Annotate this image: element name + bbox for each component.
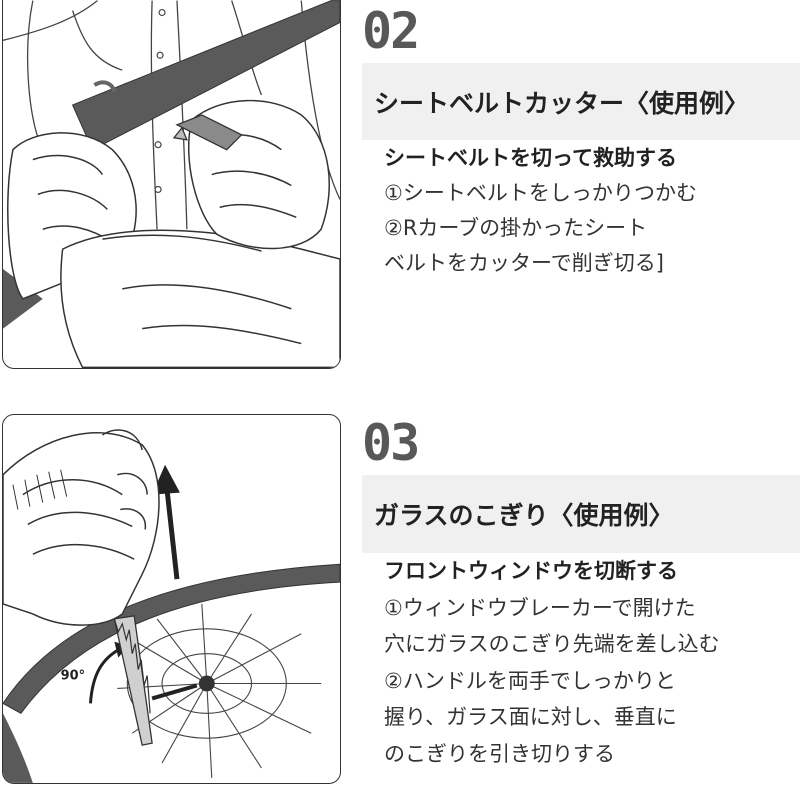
description-line: 握り、ガラス面に対し、垂直に <box>384 705 677 729</box>
section-number: 02 <box>362 2 420 60</box>
section-title: シートベルトカッター〈使用例〉 <box>374 88 750 118</box>
description-line: ①ウィンドウブレーカーで開けた <box>384 595 696 620</box>
angle-label: 90° <box>61 669 85 684</box>
section-number: 03 <box>362 414 420 472</box>
seatbelt-strap <box>71 0 340 151</box>
description-line: ②ハンドルを両手でしっかりと <box>384 668 676 693</box>
description-line: 穴にガラスのこぎり先端を差し込む <box>384 632 720 656</box>
section-title-band: ガラスのこぎり〈使用例〉 <box>362 475 800 553</box>
glass-saw <box>113 615 198 746</box>
illustration-seatbelt-cutter <box>2 0 341 369</box>
section-description: フロントウィンドウを切断する ①ウィンドウブレーカーで開けた 穴にガラスのこぎり… <box>384 553 794 772</box>
section-title: ガラスのこぎり〈使用例〉 <box>374 501 674 530</box>
description-line: ①シートベルトをしっかりつかむ <box>384 181 698 205</box>
section-lead: フロントウィンドウを切断する <box>384 559 678 583</box>
description-line: ②Rカーブの掛かったシート <box>384 216 648 240</box>
section-description: シートベルトを切って救助する ①シートベルトをしっかりつかむ ②Rカーブの掛かっ… <box>384 141 794 281</box>
illustration-glass-saw: 90° <box>2 414 341 784</box>
description-line: のこぎりを引き切りする <box>384 741 615 766</box>
section-lead: シートベルトを切って救助する <box>384 146 677 170</box>
seatbelt-cutter-drawing <box>3 0 340 368</box>
windshield-frame <box>3 563 340 714</box>
section-title-band: シートベルトカッター〈使用例〉 <box>362 63 800 140</box>
description-line: ベルトをカッターで削ぎ切る] <box>384 251 664 275</box>
glass-saw-drawing: 90° <box>3 429 340 783</box>
direction-arrow <box>152 464 180 580</box>
